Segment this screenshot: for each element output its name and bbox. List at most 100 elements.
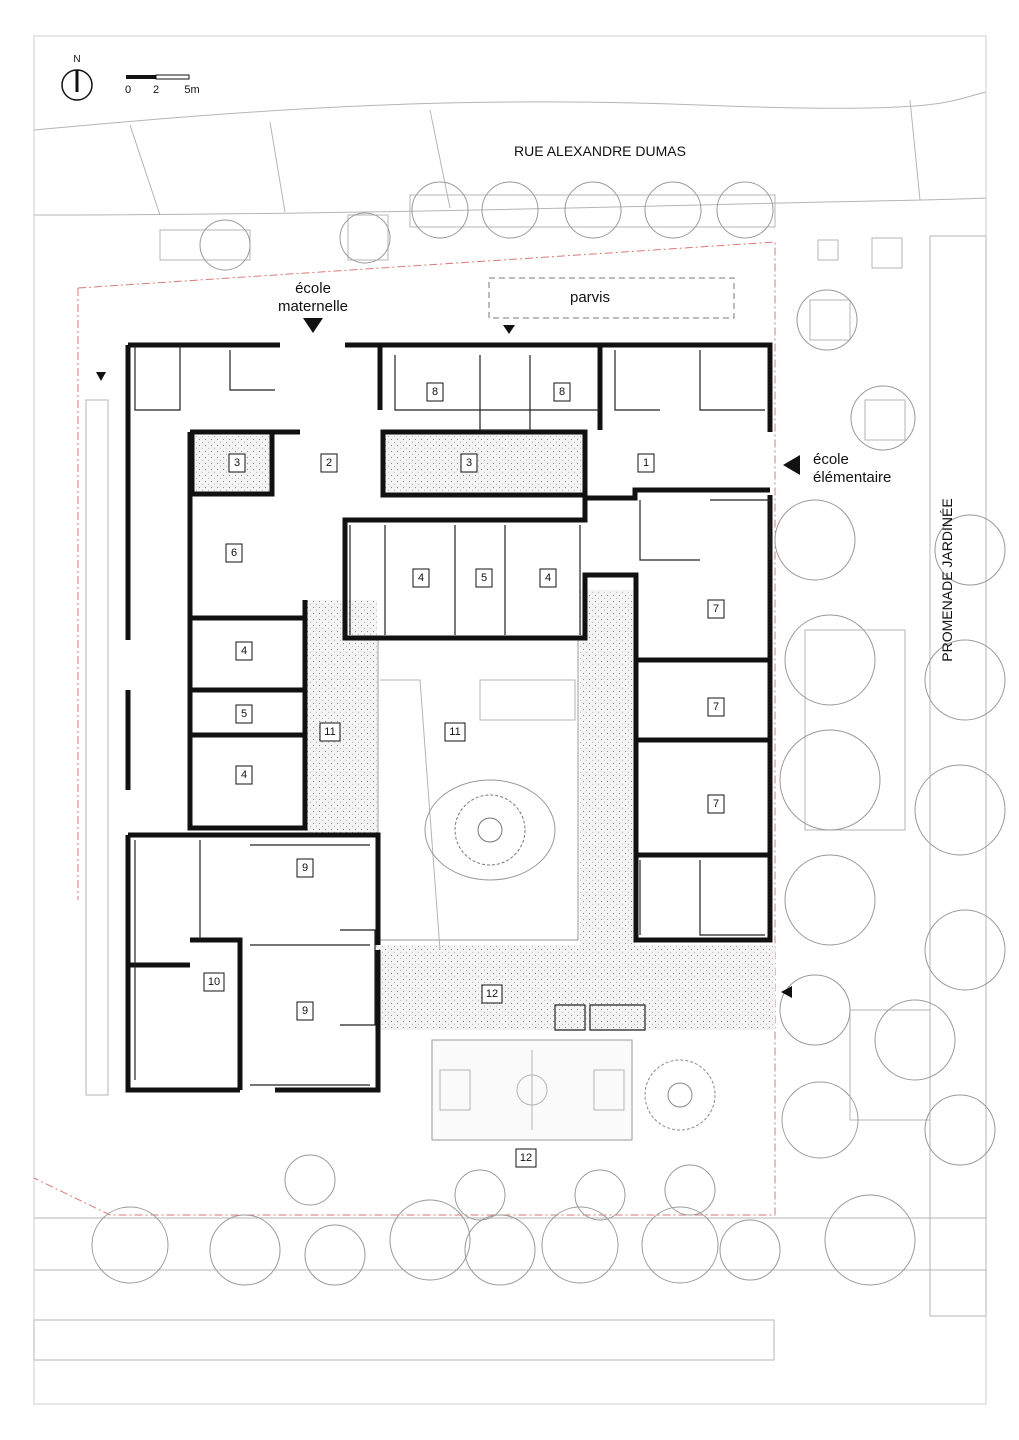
central-courtyard <box>377 639 579 951</box>
room-tag-room-2: 2 <box>320 453 338 473</box>
entry-arrow-parvis-icon <box>503 325 515 334</box>
room-tag-box <box>539 568 557 588</box>
room-tag-box <box>235 704 253 724</box>
room-tag-room-3b: 3 <box>460 453 478 473</box>
room-tag-room-6: 6 <box>225 543 243 563</box>
room-tag-room-8a: 8 <box>426 382 444 402</box>
maternelle-label-line2: maternelle <box>278 298 348 315</box>
room-number: 3 <box>234 457 240 469</box>
room-number: 4 <box>545 572 551 584</box>
room-tag-box <box>707 697 725 717</box>
room-number: 1 <box>643 457 649 469</box>
room-tag-box <box>412 568 430 588</box>
courtyard-west <box>307 600 377 835</box>
courtyard-east <box>580 590 635 950</box>
room-number: 7 <box>713 798 719 810</box>
room-tag-box <box>460 453 478 473</box>
scale-bar: 0 2 5m <box>125 74 200 96</box>
room-tag-room-3a: 3 <box>228 453 246 473</box>
room-tag-room-7a: 7 <box>707 599 725 619</box>
room-tag-box <box>203 972 225 992</box>
room-tag-box <box>225 543 243 563</box>
room-tag-room-12b: 12 <box>515 1148 537 1168</box>
room-number: 8 <box>559 386 565 398</box>
room-number: 4 <box>241 645 247 657</box>
elementaire-label-line2: élémentaire <box>813 469 891 486</box>
room-number: 9 <box>302 1005 308 1017</box>
maternelle-label-line1: école <box>295 280 331 297</box>
room-number: 11 <box>449 726 460 738</box>
room-number: 3 <box>466 457 472 469</box>
room-tag-box <box>296 1001 314 1021</box>
elementaire-label-line1: école <box>813 451 849 468</box>
room-tag-box <box>515 1148 537 1168</box>
scale-end: 5m <box>184 84 199 96</box>
room-number: 9 <box>302 862 308 874</box>
room-tag-room-12a: 12 <box>481 984 503 1004</box>
north-arrow-icon: N <box>61 54 93 101</box>
room-tags: 8 8 3 2 3 1 6 4 5 4 4 5 4 11 11 7 7 7 9 9 10 12 12 <box>203 382 725 1168</box>
room-tag-room-5a: 5 <box>475 568 493 588</box>
room-number: 12 <box>520 1152 532 1164</box>
room-tag-room-1: 1 <box>637 453 655 473</box>
room-number: 7 <box>713 701 719 713</box>
entry-arrow-maternelle-icon <box>303 318 323 333</box>
room-number: 12 <box>486 988 498 1000</box>
entry-arrow-south-icon <box>781 986 792 998</box>
room-tag-room-4c: 4 <box>235 641 253 661</box>
entry-arrow-elementaire-icon <box>783 455 800 475</box>
street-label-top: RUE ALEXANDRE DUMAS <box>514 143 686 159</box>
room-tag-room-5b: 5 <box>235 704 253 724</box>
room-tag-box <box>707 794 725 814</box>
room-tag-box <box>320 453 338 473</box>
room-tag-box <box>481 984 503 1004</box>
room-tag-box <box>707 599 725 619</box>
room-tag-room-11a: 11 <box>319 722 341 742</box>
room-tag-box <box>475 568 493 588</box>
parvis-label: parvis <box>570 289 610 306</box>
room-number: 6 <box>231 547 237 559</box>
site-boundary <box>33 241 776 1216</box>
room-number: 5 <box>481 572 487 584</box>
room-tag-box <box>319 722 341 742</box>
room-tag-room-7b: 7 <box>707 697 725 717</box>
room-tag-box <box>426 382 444 402</box>
room-number: 4 <box>241 769 247 781</box>
room-number: 11 <box>324 726 335 738</box>
room-tag-room-4b: 4 <box>539 568 557 588</box>
room-tag-room-8b: 8 <box>553 382 571 402</box>
sports-court <box>431 1039 716 1141</box>
room-number: 5 <box>241 708 247 720</box>
playground-south <box>375 945 775 1030</box>
street-label-right: PROMENADE JARDINÉE <box>939 498 955 661</box>
room-tag-box <box>235 765 253 785</box>
building-walls <box>125 342 773 1093</box>
room-tag-room-7c: 7 <box>707 794 725 814</box>
scale-zero: 0 <box>125 84 131 96</box>
scale-mid: 2 <box>153 84 159 96</box>
room-tag-box <box>235 641 253 661</box>
room-number: 2 <box>326 457 332 469</box>
north-label: N <box>73 54 80 65</box>
parvis-area <box>488 277 735 319</box>
room-number: 10 <box>208 976 220 988</box>
room-tag-room-11b: 11 <box>444 722 466 742</box>
hall-3b-hatch <box>383 432 583 492</box>
room-number: 7 <box>713 603 719 615</box>
room-tag-box <box>444 722 466 742</box>
room-tag-box <box>553 382 571 402</box>
room-tag-room-10: 10 <box>203 972 225 992</box>
room-tag-box <box>637 453 655 473</box>
room-tag-room-9b: 9 <box>296 1001 314 1021</box>
room-tag-box <box>296 858 314 878</box>
room-tag-box <box>228 453 246 473</box>
entry-arrow-west-icon <box>96 372 106 381</box>
trees <box>91 181 1006 1286</box>
room-number: 4 <box>418 572 424 584</box>
room-tag-room-9a: 9 <box>296 858 314 878</box>
room-number: 8 <box>432 386 438 398</box>
interior-partitions <box>134 345 771 1086</box>
room-tag-room-4d: 4 <box>235 765 253 785</box>
room-tag-room-4a: 4 <box>412 568 430 588</box>
